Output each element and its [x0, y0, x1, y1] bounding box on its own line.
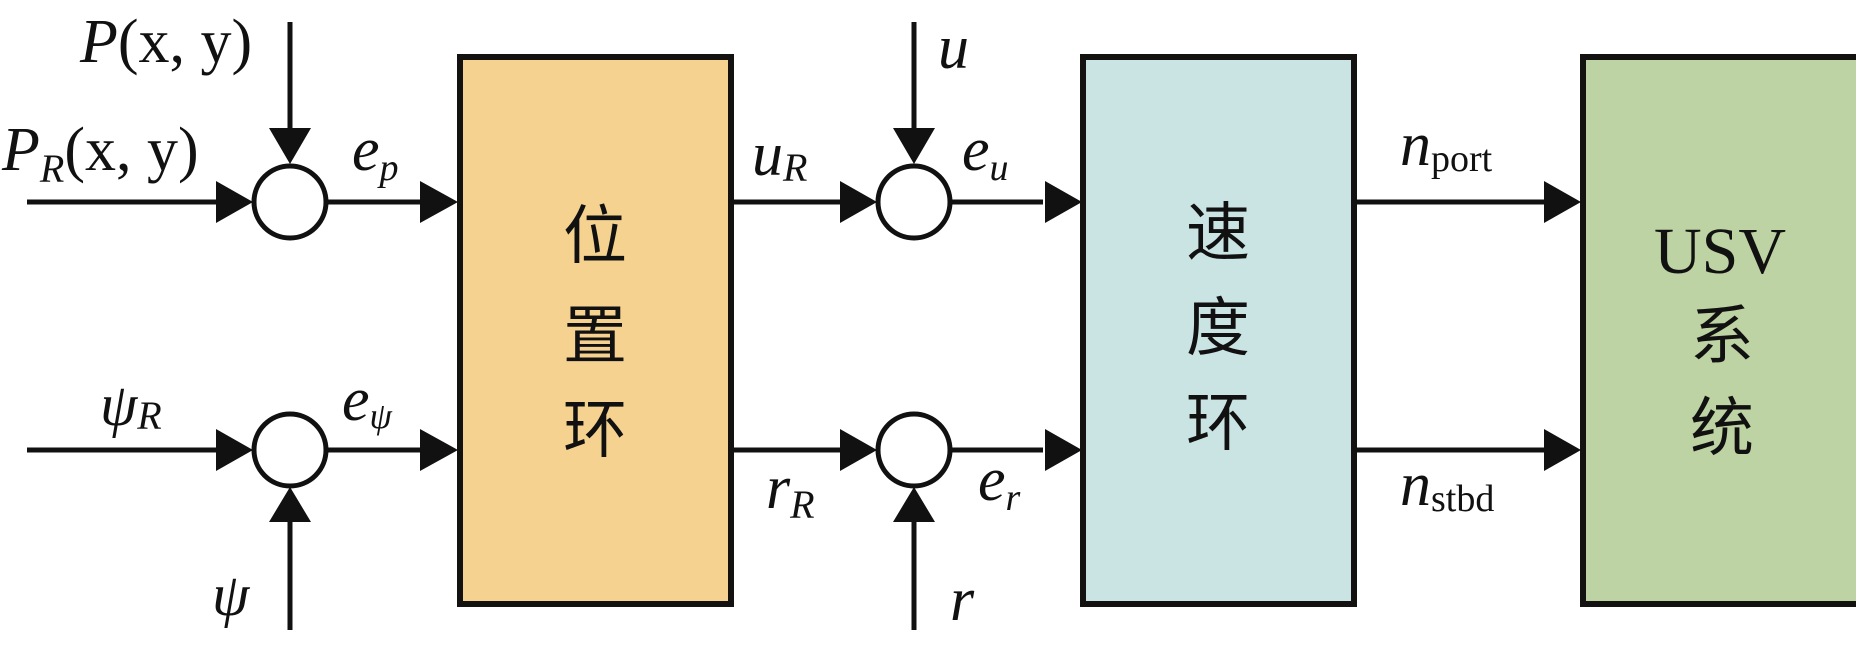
label-r: r — [950, 566, 975, 634]
speed-loop-char-1: 速 — [1186, 197, 1250, 271]
position-loop-block — [457, 54, 734, 607]
arrow-r-ref — [840, 429, 877, 471]
label-p-feedback: P(x, y) — [79, 8, 252, 76]
arrow-p-feedback — [269, 128, 311, 164]
summing-junction-surge — [875, 163, 953, 241]
arrow-e-p — [420, 181, 458, 223]
arrow-e-u — [1045, 181, 1082, 223]
position-loop-char-2: 置 — [563, 300, 627, 374]
arrow-r-feedback — [893, 487, 935, 522]
arrow-u-feedback — [893, 128, 935, 164]
usv-system-char-2: 系 — [1690, 300, 1754, 374]
position-loop-char-3: 环 — [563, 394, 627, 468]
label-p-ref: PR(x, y) — [1, 116, 199, 191]
summing-junction-heading — [251, 411, 329, 489]
usv-system-line-1: USV — [1654, 215, 1786, 288]
position-loop-char-1: 位 — [563, 200, 627, 274]
label-e-p: ep — [352, 116, 399, 189]
label-n-port: nport — [1400, 111, 1493, 180]
arrow-e-psi — [420, 429, 458, 471]
summing-junction-position — [251, 163, 329, 241]
arrow-e-r — [1045, 429, 1082, 471]
label-psi: ψ — [212, 562, 251, 628]
label-u: u — [938, 14, 969, 82]
speed-loop-char-2: 度 — [1186, 292, 1250, 366]
label-u-ref: uR — [752, 121, 807, 190]
summing-junction-yaw — [875, 411, 953, 489]
position-loop-label: 位 置 环 — [563, 200, 627, 468]
label-psi-ref: ψR — [100, 372, 162, 438]
speed-loop-block — [1080, 54, 1357, 607]
arrow-psi-feedback — [269, 487, 311, 522]
arrow-p-ref — [216, 181, 253, 223]
arrow-psi-ref — [216, 429, 253, 471]
usv-system-block — [1580, 54, 1856, 607]
label-e-psi: eψ — [342, 366, 393, 436]
speed-loop-char-3: 环 — [1186, 387, 1250, 461]
arrow-n-stbd — [1544, 429, 1581, 471]
label-r-ref: rR — [766, 454, 815, 527]
label-n-stbd: nstbd — [1400, 451, 1494, 520]
label-e-u: eu — [962, 116, 1009, 189]
label-e-r: er — [978, 446, 1021, 519]
arrow-n-port — [1544, 181, 1581, 223]
arrow-u-ref — [840, 181, 877, 223]
usv-system-label: USV 系 统 — [1654, 215, 1786, 466]
usv-system-char-3: 统 — [1690, 392, 1754, 466]
speed-loop-label: 速 度 环 — [1186, 197, 1250, 461]
